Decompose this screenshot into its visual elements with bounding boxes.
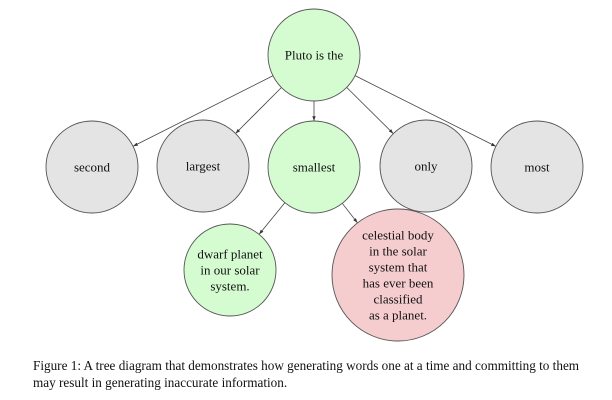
node-circle [183, 223, 277, 317]
node-only: only [379, 119, 473, 213]
node-label: in our solar [200, 263, 260, 278]
node-second: second [45, 120, 139, 214]
figure-caption: Figure 1: A tree diagram that demonstrat… [33, 358, 580, 390]
edges [132, 75, 497, 235]
node-label: Pluto is the [285, 48, 344, 63]
node-label: most [524, 160, 550, 175]
tree-diagram: Pluto is the second largest smallest only mos… [45, 8, 584, 342]
node-root: Pluto is the [267, 8, 361, 102]
edge-root-to-only [346, 87, 394, 134]
node-label: celestial body [362, 228, 434, 243]
node-circle [45, 120, 139, 214]
node-circle [267, 120, 361, 214]
node-circle [267, 8, 361, 102]
node-circle [331, 208, 465, 342]
node-smallest: smallest [267, 120, 361, 214]
node-label: system that [369, 260, 428, 275]
node-label: only [414, 159, 438, 174]
node-label: second [74, 160, 111, 175]
edge-root-to-most [354, 75, 497, 147]
node-label: as a planet. [369, 308, 427, 323]
node-label: has ever been [363, 276, 434, 291]
nodes: Pluto is the second largest smallest only mos… [45, 8, 584, 342]
node-label: classified [373, 292, 423, 307]
edge-root-to-second [132, 75, 274, 147]
node-largest: largest [156, 119, 250, 213]
edge-root-to-largest [235, 87, 282, 134]
node-circle [490, 120, 584, 214]
node-label: smallest [293, 160, 336, 175]
edge-smallest-to-dwarf [258, 202, 286, 235]
node-circle [379, 119, 473, 213]
node-most: most [490, 120, 584, 214]
node-label: dwarf planet [197, 247, 263, 262]
node-label: largest [186, 159, 221, 174]
node-label: system. [210, 279, 249, 294]
edge-smallest-to-celestial [341, 203, 358, 224]
node-label: in the solar [369, 244, 427, 259]
node-circle [156, 119, 250, 213]
